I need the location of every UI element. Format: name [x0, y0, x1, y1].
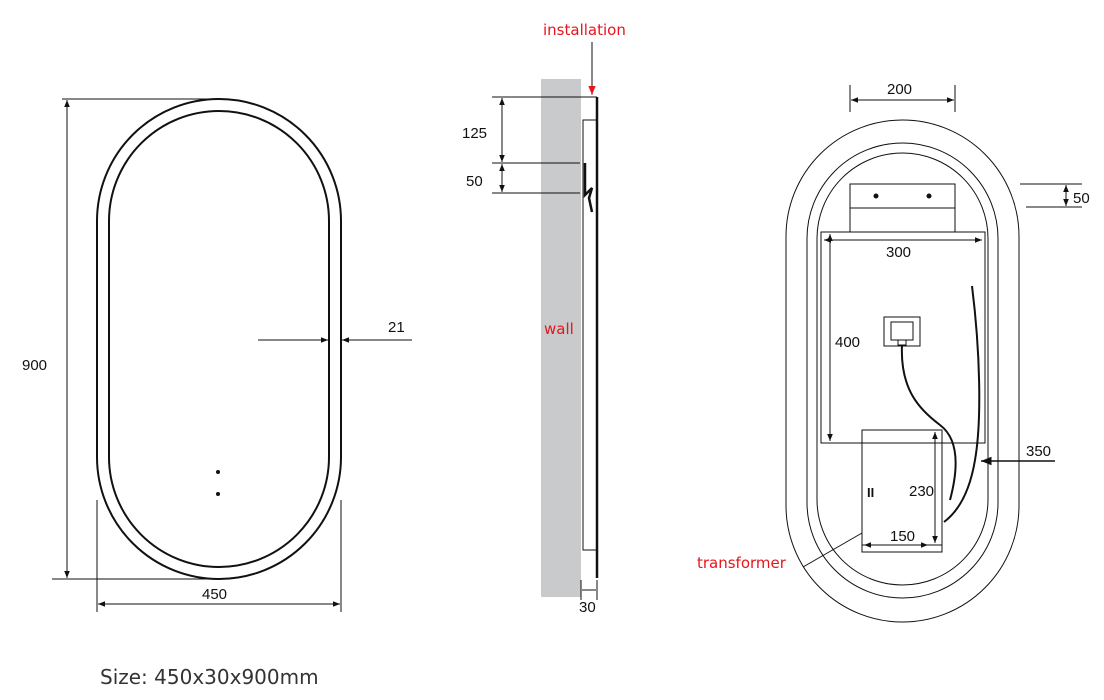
bracket-width-label: 200 [887, 81, 912, 98]
mounting-plate [820, 231, 986, 444]
switch-box [883, 316, 921, 347]
height-label: 900 [22, 357, 47, 374]
size-caption: Size: 450x30x900mm [100, 665, 319, 689]
cable-length-label: 350 [1026, 443, 1051, 460]
installation-label: installation [543, 21, 626, 39]
front-view: 900 450 21 [22, 98, 412, 612]
touch-sensor-dot [216, 470, 220, 474]
wall [541, 79, 581, 597]
plate-width-label: 300 [886, 244, 911, 261]
hanging-hook [583, 163, 594, 213]
wall-label: wall [544, 320, 574, 338]
transformer-height-label: 230 [909, 483, 934, 500]
depth-label: 30 [579, 599, 596, 616]
plate-height-label: 400 [835, 334, 860, 351]
transformer-box [861, 429, 943, 553]
mirror-outer-outline [96, 98, 342, 580]
transformer-label: transformer [697, 554, 787, 572]
cable [943, 285, 981, 523]
width-label: 450 [202, 586, 227, 603]
back-inner-outline [816, 152, 989, 586]
back-middle-outline [806, 142, 999, 599]
transformer-width-label: 150 [890, 528, 915, 545]
cable [900, 344, 957, 501]
transformer-mark: II [867, 485, 874, 500]
back-outer-outline [785, 119, 1020, 623]
top-offset-label: 125 [462, 125, 487, 142]
touch-sensor-dot [216, 492, 220, 496]
side-view: wall 125 50 installation 30 [462, 21, 626, 616]
hook-height-label: 50 [466, 173, 483, 190]
bracket-height-label: 50 [1073, 190, 1090, 207]
back-view: 200 50 300 400 II 230 150 350 transforme… [697, 81, 1090, 623]
frame-width-label: 21 [388, 319, 405, 336]
mirror-inner-outline [108, 110, 330, 568]
